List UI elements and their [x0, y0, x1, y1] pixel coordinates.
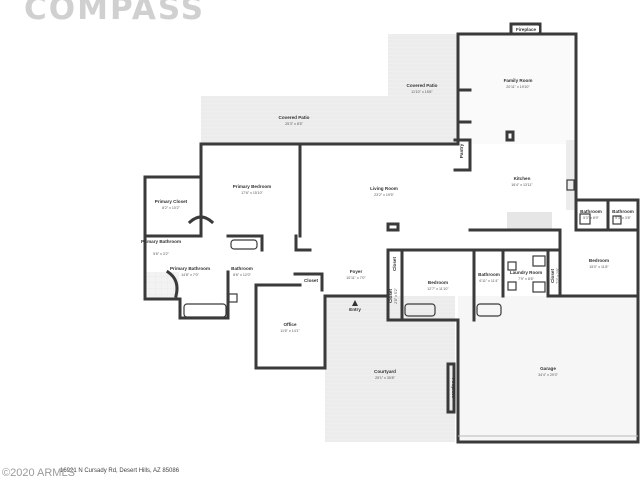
bathroom-left-label: Bathroom: [231, 266, 253, 271]
kitchen-dims: 16'4" x 13'11": [511, 183, 533, 187]
primary-bathroom-small-label: Primary Bathroom: [141, 239, 181, 244]
bathroom-right-1-dims: 5'3" x 8'9": [583, 216, 599, 220]
bathroom-mid-label: Bathroom: [478, 272, 500, 277]
bathroom-left-dims: 8'6" x 12'0": [233, 273, 251, 277]
floor-areas: [145, 34, 638, 442]
covered-patio-left-label: Covered Patio: [279, 115, 310, 120]
closet-vertical-label: Closet: [388, 289, 393, 304]
bathroom-right-2-dims: 5'3" x 3'8": [615, 216, 631, 220]
bedroom-right-label: Bedroom: [589, 258, 609, 263]
room-labels: Fireplace Family Room 20'11" x 19'10" Co…: [141, 26, 634, 399]
copyright-watermark: ©2020 ARMLS: [2, 467, 75, 479]
covered-patio-right-dims: 11'10" x 15'6": [411, 90, 433, 94]
covered-patio-right-label: Covered Patio: [407, 83, 438, 88]
laundry-room-label: Laundry Room: [510, 270, 542, 275]
family-room-area: [458, 34, 576, 144]
toilet-left: [228, 293, 238, 303]
family-room-label: Family Room: [504, 78, 533, 83]
bathtub-primary: [183, 303, 227, 318]
range: [566, 179, 575, 191]
dryer: [532, 281, 546, 293]
living-room-label: Living Room: [370, 186, 398, 191]
garage-label: Garage: [540, 366, 556, 371]
property-address: 16921 N Cursady Rd, Desert Hills, AZ 850…: [60, 468, 180, 474]
washer: [532, 255, 546, 267]
brand-logo: COMPASS: [24, 0, 205, 27]
primary-closet-label: Primary Closet: [155, 199, 188, 204]
primary-bathroom-label: Primary Bathroom: [170, 266, 210, 271]
courtyard-label: Courtyard: [374, 369, 396, 374]
bathroom-right-2-label: Bathroom: [612, 209, 634, 214]
bathtub-mid: [404, 303, 436, 317]
kitchen-island: [507, 212, 552, 230]
laundry-room-dims: 7'9" x 8'6": [518, 277, 534, 281]
walls: [143, 22, 640, 444]
office-label: Office: [283, 322, 296, 327]
fireplace-top-bg: [513, 26, 539, 32]
sink-right: [579, 213, 591, 225]
closet-right-dims: 7'2" x 2'6": [556, 267, 560, 283]
primary-bedroom-label: Primary Bedroom: [233, 184, 272, 189]
closet-vertical-dims: 2'8" x 5'2": [394, 287, 398, 303]
entry-label: Entry: [349, 307, 361, 312]
primary-bathroom-small-dims: 5'6" x 3'2": [153, 252, 169, 256]
bathroom-mid-dims: 6'11" x 11'4": [479, 279, 499, 283]
garage-dims: 34'4" x 29'3": [538, 373, 558, 377]
closet-right-label: Closet: [550, 269, 555, 284]
kitchen-counter: [566, 140, 576, 210]
primary-bathroom-dims: 14'8" x 7'0": [181, 273, 199, 277]
foyer-dims: 10'11" x 7'0": [346, 276, 366, 280]
closet-left-label: Closet: [304, 278, 319, 283]
bathtub-right: [476, 303, 502, 317]
bedroom-right-dims: 15'0" x 11'8": [589, 265, 609, 269]
primary-bedroom-dims: 17'6" x 15'10": [241, 191, 263, 195]
bedroom-mid-label: Bedroom: [428, 280, 448, 285]
covered-patio-left-area: [201, 96, 388, 144]
sink-mid: [507, 261, 517, 271]
covered-patio-left-dims: 25'3" x 8'5": [285, 122, 303, 126]
fireplace-top-label: Fireplace: [516, 27, 537, 32]
bathtub-left: [230, 239, 258, 250]
covered-patio-right-area: [388, 34, 458, 144]
office-dims: 11'6" x 14'1": [280, 329, 300, 333]
toilet-right: [612, 215, 622, 225]
pantry-label: Pantry: [459, 143, 464, 158]
family-room-dims: 20'11" x 19'10": [506, 85, 530, 89]
bathroom-right-1-label: Bathroom: [580, 209, 602, 214]
fixtures: [183, 179, 622, 318]
foyer-label: Foyer: [350, 269, 363, 274]
courtyard-dims: 25'1" x 30'8": [375, 376, 395, 380]
fireplace-courtyard-label: Fireplace: [451, 378, 456, 399]
toilet-mid: [507, 281, 517, 291]
living-room-dims: 23'2" x 19'5": [374, 193, 394, 197]
primary-closet-dims: 8'2" x 10'2": [162, 206, 180, 210]
garage-area: [458, 296, 638, 442]
entry-arrow: [352, 300, 358, 306]
kitchen-label: Kitchen: [514, 176, 531, 181]
bedroom-mid-dims: 12'7" x 11'10": [427, 287, 449, 291]
closet-mid-label: Closet: [392, 257, 397, 272]
